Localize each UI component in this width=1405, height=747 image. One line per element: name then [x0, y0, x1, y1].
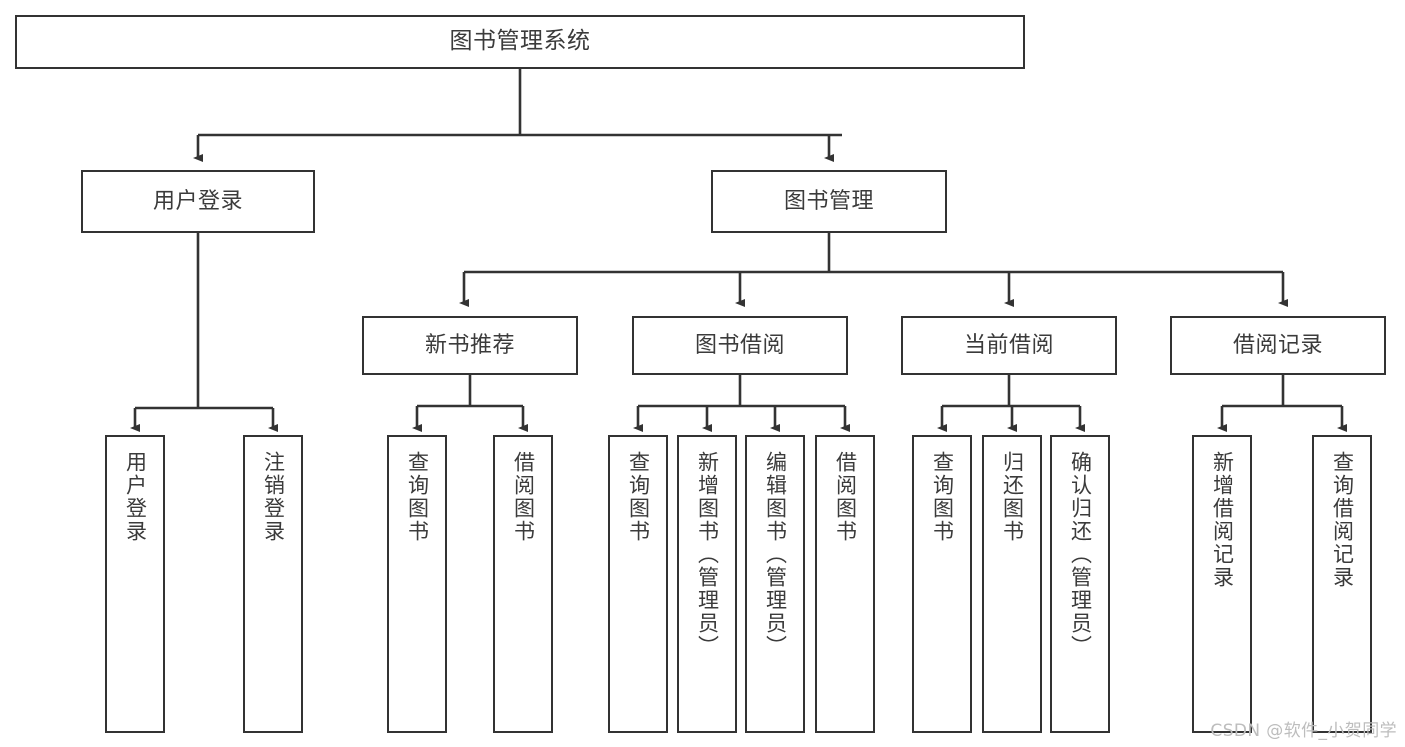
node-leaf-query-record[interactable]: 查询借阅记录	[1312, 435, 1372, 733]
node-leaf-user-login-label: 用户登录	[123, 451, 148, 543]
node-leaf-borrow-book-2-label: 借阅图书	[833, 451, 858, 543]
node-leaf-query-book-1[interactable]: 查询图书	[387, 435, 447, 733]
node-book-management[interactable]: 图书管理	[711, 170, 947, 233]
node-leaf-add-book-label: 新增图书（管理员）	[695, 451, 720, 658]
node-leaf-borrow-book-1[interactable]: 借阅图书	[493, 435, 553, 733]
node-leaf-borrow-book-2[interactable]: 借阅图书	[815, 435, 875, 733]
node-leaf-return-book-label: 归还图书	[1000, 451, 1025, 543]
node-leaf-query-record-label: 查询借阅记录	[1330, 451, 1355, 589]
node-borrow-record-label: 借阅记录	[1232, 332, 1323, 358]
node-book-management-label: 图书管理	[783, 188, 874, 214]
node-leaf-borrow-book-1-label: 借阅图书	[511, 451, 536, 543]
node-leaf-edit-book[interactable]: 编辑图书（管理员）	[745, 435, 805, 733]
node-current-borrow-label: 当前借阅	[963, 332, 1054, 358]
watermark-text: CSDN @软件_小贺同学	[1210, 721, 1397, 741]
node-book-borrow[interactable]: 图书借阅	[632, 316, 848, 375]
node-leaf-confirm-return-label: 确认归还（管理员）	[1068, 451, 1093, 658]
node-leaf-query-book-3[interactable]: 查询图书	[912, 435, 972, 733]
node-new-book-recommend-label: 新书推荐	[424, 332, 515, 358]
node-leaf-logout-login[interactable]: 注销登录	[243, 435, 303, 733]
node-leaf-add-record-label: 新增借阅记录	[1210, 451, 1235, 589]
node-leaf-user-login[interactable]: 用户登录	[105, 435, 165, 733]
node-leaf-query-book-2[interactable]: 查询图书	[608, 435, 668, 733]
node-leaf-logout-login-label: 注销登录	[261, 451, 286, 543]
node-root[interactable]: 图书管理系统	[15, 15, 1025, 69]
node-leaf-add-record[interactable]: 新增借阅记录	[1192, 435, 1252, 733]
node-leaf-query-book-2-label: 查询图书	[626, 451, 651, 543]
node-new-book-recommend[interactable]: 新书推荐	[362, 316, 578, 375]
node-leaf-add-book[interactable]: 新增图书（管理员）	[677, 435, 737, 733]
node-leaf-edit-book-label: 编辑图书（管理员）	[763, 451, 788, 658]
node-current-borrow[interactable]: 当前借阅	[901, 316, 1117, 375]
node-user-login[interactable]: 用户登录	[81, 170, 315, 233]
node-root-label: 图书管理系统	[449, 28, 591, 55]
node-leaf-return-book[interactable]: 归还图书	[982, 435, 1042, 733]
node-borrow-record[interactable]: 借阅记录	[1170, 316, 1386, 375]
node-book-borrow-label: 图书借阅	[694, 332, 785, 358]
node-leaf-confirm-return[interactable]: 确认归还（管理员）	[1050, 435, 1110, 733]
node-leaf-query-book-3-label: 查询图书	[930, 451, 955, 543]
node-user-login-label: 用户登录	[152, 188, 243, 214]
node-leaf-query-book-1-label: 查询图书	[405, 451, 430, 543]
